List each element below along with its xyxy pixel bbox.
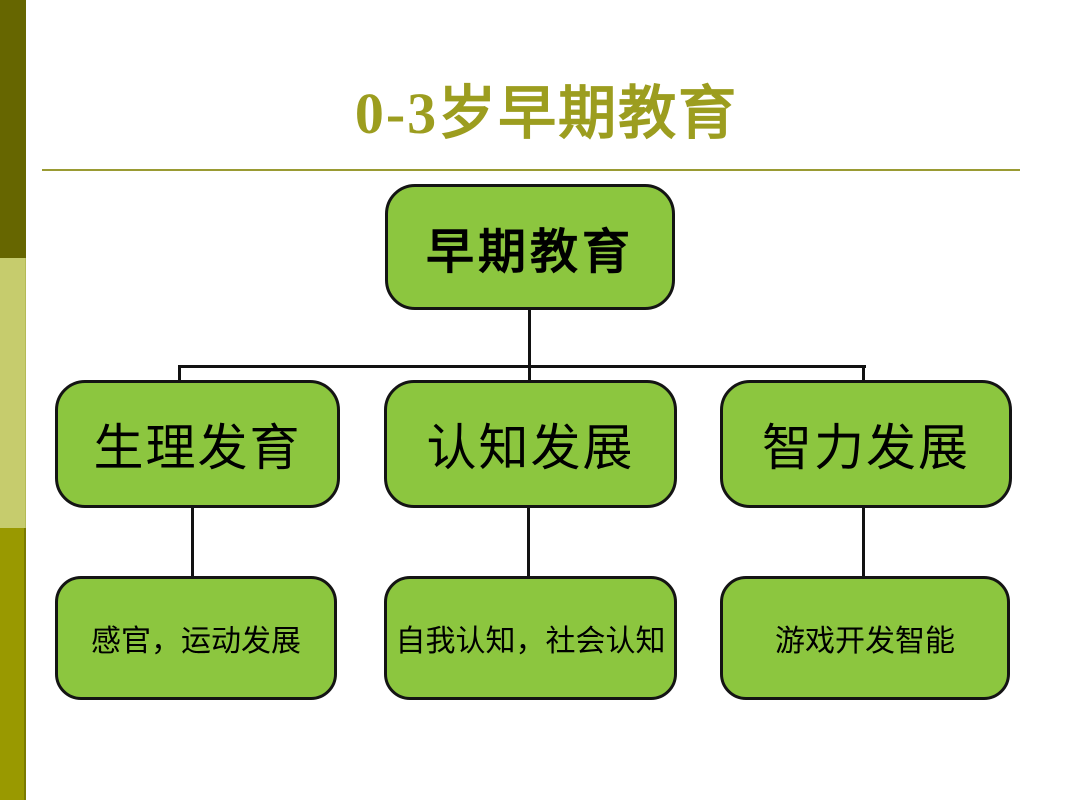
connector-branch3-drop [862, 508, 865, 578]
node-branch-physiology: 生理发育 [55, 380, 340, 508]
node-detail-cognition-label: 自我认知，社会认知 [395, 625, 666, 658]
connector-stub-right [862, 365, 865, 382]
node-detail-cognition: 自我认知，社会认知 [384, 576, 677, 700]
node-branch-cognition: 认知发展 [384, 380, 677, 508]
slide-title: 0-3岁早期教育 [354, 81, 739, 146]
node-branch-physiology-label: 生理发育 [93, 420, 302, 476]
node-detail-physiology-label: 感官，运动发展 [91, 625, 301, 658]
node-branch-cognition-label: 认知发展 [426, 420, 635, 476]
node-detail-intelligence: 游戏开发智能 [720, 576, 1010, 700]
node-root-label: 早期教育 [425, 226, 634, 279]
connector-stub-left [178, 365, 181, 382]
connector-branch2-drop [527, 508, 530, 578]
connector-root-drop [528, 310, 531, 368]
connector-main-horizontal [178, 365, 866, 368]
node-root: 早期教育 [385, 184, 675, 310]
connector-stub-center [528, 365, 531, 382]
title-divider [42, 169, 1020, 171]
sidebar-stripe [0, 0, 26, 800]
node-branch-intelligence-label: 智力发展 [762, 420, 970, 476]
node-detail-physiology: 感官，运动发展 [55, 576, 337, 700]
connector-branch1-drop [191, 508, 194, 578]
node-detail-intelligence-label: 游戏开发智能 [775, 625, 955, 658]
stripe-band-top [0, 0, 26, 258]
stripe-band-middle [0, 258, 26, 528]
node-branch-intelligence: 智力发展 [720, 380, 1012, 508]
stripe-band-bottom [0, 528, 26, 800]
